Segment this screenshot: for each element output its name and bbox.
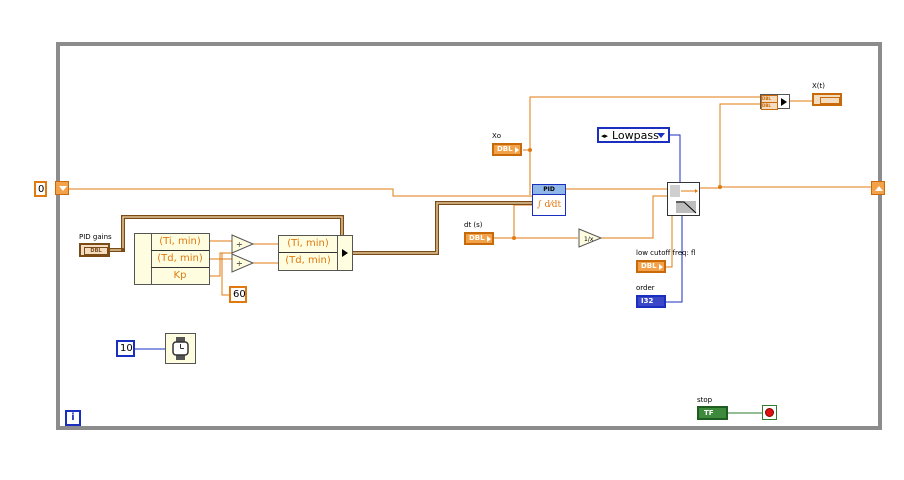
order-label: order <box>636 284 655 292</box>
down-arrow-icon <box>59 186 67 191</box>
dt-type: DBL <box>469 234 485 242</box>
xt-label: X(t) <box>812 82 826 90</box>
wire-filter-type <box>670 134 681 188</box>
stop-terminal[interactable]: TF <box>697 406 728 420</box>
svg-text:1/x: 1/x <box>584 236 594 243</box>
pid-gains-terminal[interactable]: DBL <box>79 243 110 257</box>
wire-order <box>665 216 683 303</box>
unbundle-by-name[interactable]: (Ti, min) (Td, min) Kp <box>134 233 210 285</box>
svg-text:÷: ÷ <box>236 259 243 268</box>
xo-label: Xo <box>492 132 502 140</box>
reciprocal-node: 1/x <box>578 228 603 248</box>
unbundle-item-td: (Td, min) <box>151 251 209 268</box>
order-type: I32 <box>641 297 654 305</box>
pid-vi[interactable]: PID ∫ d⁄dt <box>532 184 566 216</box>
dt-terminal[interactable]: DBL <box>464 232 494 245</box>
filter-response-icon <box>670 185 698 214</box>
xt-indicator[interactable] <box>812 93 842 106</box>
unbundle-item-kp: Kp <box>173 270 187 281</box>
shift-register-init[interactable]: 0 <box>34 181 47 197</box>
pid-integral-icon: ∫ d⁄dt <box>536 200 562 210</box>
wait-function[interactable] <box>165 333 196 364</box>
shift-register-left[interactable] <box>55 181 69 195</box>
while-loop[interactable] <box>56 42 882 430</box>
stop-type: TF <box>704 409 714 417</box>
iteration-terminal[interactable]: i <box>65 410 81 426</box>
stop-label: stop <box>697 396 713 404</box>
arrow-right-icon <box>781 98 787 106</box>
increment-icon[interactable]: ◂▸ <box>601 132 609 140</box>
wire-xo-up <box>529 96 760 195</box>
shift-register-right[interactable] <box>871 181 885 195</box>
xo-terminal[interactable]: DBL <box>492 143 522 156</box>
bundle-by-name[interactable]: (Ti, min) (Td, min) <box>278 235 353 271</box>
arrow-right-icon <box>342 249 348 257</box>
junction-dot <box>718 185 722 189</box>
up-arrow-icon <box>875 186 883 191</box>
wristwatch-icon <box>172 337 189 360</box>
output-arrow-icon <box>515 147 519 153</box>
build-array-input-2: DBL <box>761 102 778 110</box>
cluster-icon: DBL <box>84 247 108 255</box>
chevron-down-icon[interactable] <box>657 133 665 138</box>
unbundle-items: (Ti, min) (Td, min) Kp <box>151 234 209 284</box>
build-array[interactable]: DBL DBL <box>760 94 790 110</box>
stop-sign-icon <box>765 408 774 417</box>
wire-xt-a <box>719 103 760 187</box>
unbundle-handle <box>135 234 152 284</box>
dt-label: dt (s) <box>464 221 483 229</box>
bundle-item-td: (Td, min) <box>285 255 331 266</box>
divide-node-ti: ÷ <box>231 234 255 254</box>
bundle-item-ti: (Ti, min) <box>279 236 337 253</box>
divide-node-td: ÷ <box>231 253 255 273</box>
pid-vi-title: PID <box>533 185 565 195</box>
filter-type-ring[interactable]: ◂▸ Lowpass <box>597 127 670 143</box>
filter-type-value: Lowpass <box>612 129 659 142</box>
array-icon <box>820 97 840 104</box>
bundle-handle <box>337 236 353 270</box>
junction-dot <box>512 236 516 240</box>
junction-dot <box>121 248 125 252</box>
svg-text:÷: ÷ <box>236 240 243 249</box>
unbundle-item-ti: (Ti, min) <box>151 234 209 251</box>
loop-condition[interactable] <box>762 405 777 420</box>
order-terminal[interactable]: I32 <box>636 295 666 308</box>
output-arrow-icon <box>659 264 663 270</box>
cutoff-terminal[interactable]: DBL <box>636 260 666 273</box>
xo-type: DBL <box>497 145 513 153</box>
wire-cutoff <box>666 216 673 268</box>
wire-div-out <box>601 195 667 239</box>
wire-kp <box>209 252 232 277</box>
wire-sixty <box>221 253 230 296</box>
constant-sixty[interactable]: 60 <box>229 286 247 303</box>
wait-constant[interactable]: 10 <box>116 340 135 357</box>
filter-vi[interactable] <box>667 182 700 216</box>
wire-shift-register <box>68 188 532 197</box>
cutoff-label: low cutoff freq: fl <box>636 249 696 257</box>
output-arrow-icon <box>487 236 491 242</box>
pid-gains-label: PID gains <box>79 233 112 241</box>
junction-dot <box>528 148 532 152</box>
cutoff-type: DBL <box>641 262 657 270</box>
